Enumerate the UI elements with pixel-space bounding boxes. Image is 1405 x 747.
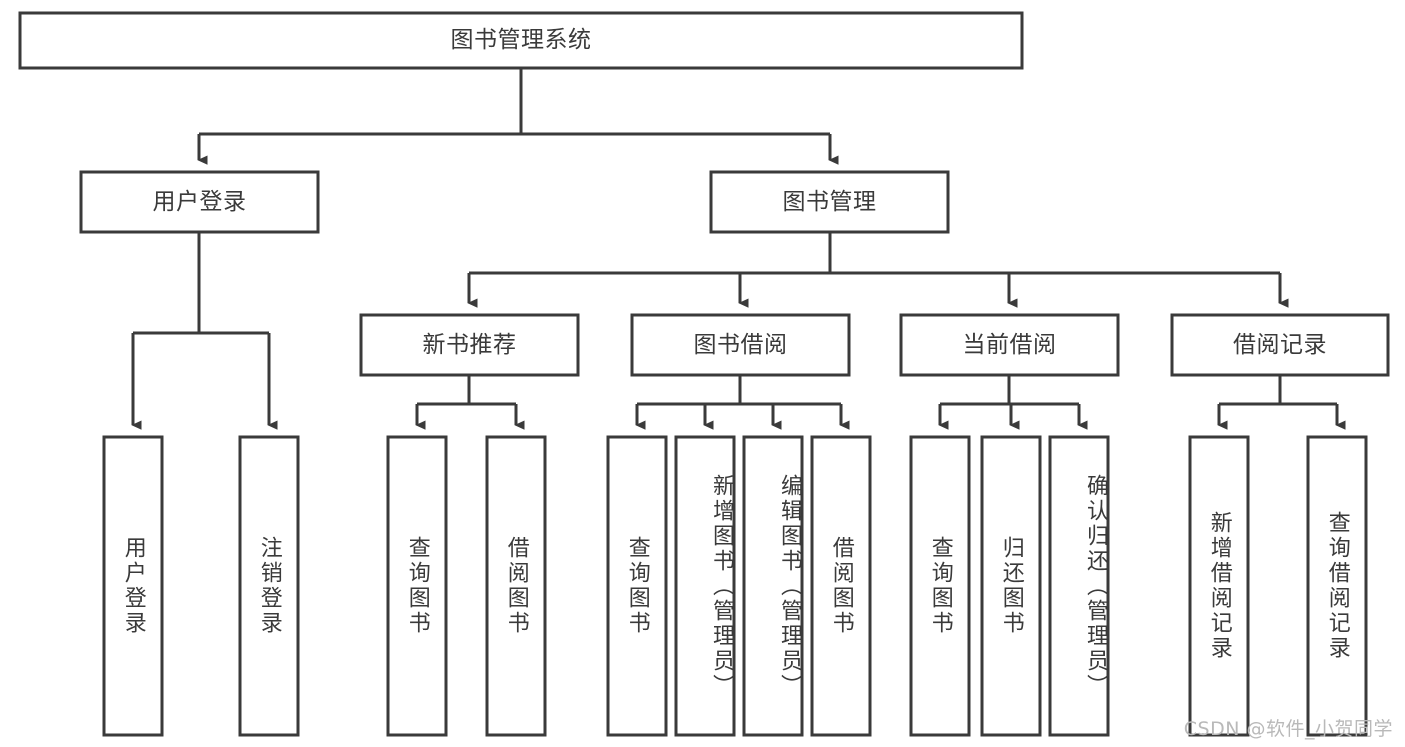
box-leaf-query-book-2[interactable]	[606, 435, 668, 737]
box-book-borrow[interactable]	[630, 313, 851, 377]
box-leaf-add-book[interactable]	[674, 435, 736, 737]
box-leaf-logout[interactable]	[238, 435, 300, 737]
csdn-watermark: CSDN @软件_小贺同学	[1183, 718, 1393, 740]
box-leaf-return-book[interactable]	[980, 435, 1042, 737]
box-new-book-recommend[interactable]	[359, 313, 580, 377]
box-root[interactable]	[18, 11, 1024, 70]
box-leaf-borrow-book-2[interactable]	[810, 435, 872, 737]
box-leaf-edit-book[interactable]	[742, 435, 804, 737]
box-leaf-borrow-book-1[interactable]	[485, 435, 547, 737]
box-borrow-record[interactable]	[1170, 313, 1390, 377]
box-leaf-query-record[interactable]	[1306, 435, 1368, 737]
box-leaf-add-record[interactable]	[1188, 435, 1250, 737]
box-user-login[interactable]	[79, 170, 320, 234]
box-leaf-query-book-1[interactable]	[386, 435, 448, 737]
box-book-manage[interactable]	[709, 170, 950, 234]
node-boxes	[18, 11, 1390, 737]
box-leaf-query-book-3[interactable]	[909, 435, 971, 737]
box-leaf-user-login[interactable]	[102, 435, 164, 737]
box-leaf-confirm-return[interactable]	[1048, 435, 1110, 737]
connectors	[131, 68, 1346, 430]
box-current-borrow[interactable]	[899, 313, 1120, 377]
